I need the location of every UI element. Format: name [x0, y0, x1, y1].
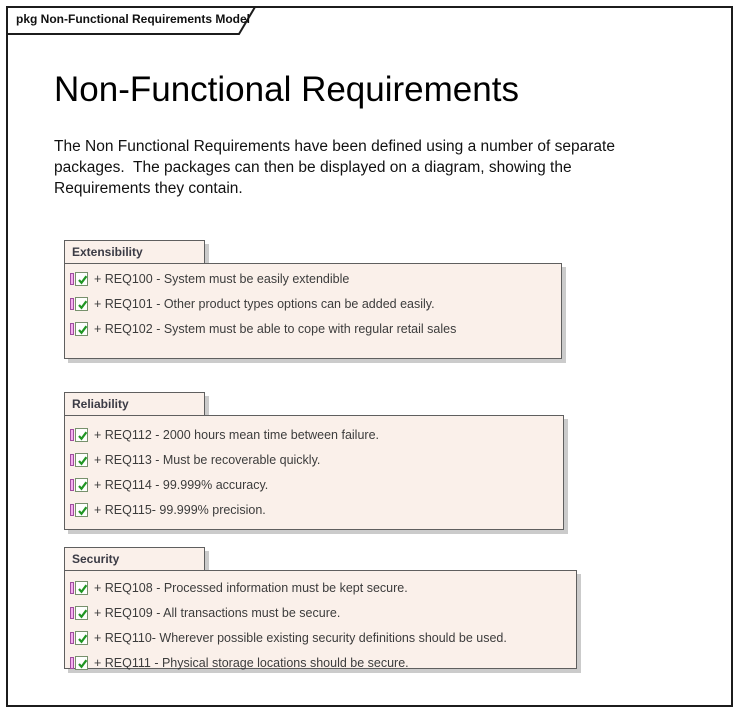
requirement-checkbox-icon	[70, 322, 88, 336]
requirement-checkbox-icon	[70, 581, 88, 595]
package-name: Extensibility	[72, 245, 143, 259]
requirement-checkbox-icon	[70, 272, 88, 286]
requirement-checkbox-icon	[70, 478, 88, 492]
requirement-checkbox-icon	[70, 453, 88, 467]
frame-tab-label: pkg Non-Functional Requirements Model	[16, 12, 251, 26]
requirement-label: + REQ112 - 2000 hours mean time between …	[94, 428, 379, 442]
requirement-label: + REQ110- Wherever possible existing sec…	[94, 631, 507, 645]
requirement-row[interactable]: + REQ102 - System must be able to cope w…	[70, 321, 456, 337]
package-header[interactable]: Reliability	[64, 392, 205, 416]
requirement-row[interactable]: + REQ111 - Physical storage locations sh…	[70, 655, 409, 671]
requirement-checkbox-icon	[70, 503, 88, 517]
frame-tab	[6, 6, 257, 35]
requirement-row[interactable]: + REQ108 - Processed information must be…	[70, 580, 408, 596]
requirement-label: + REQ100 - System must be easily extendi…	[94, 272, 350, 286]
requirement-label: + REQ113 - Must be recoverable quickly.	[94, 453, 321, 467]
requirement-row[interactable]: + REQ115- 99.999% precision.	[70, 502, 266, 518]
requirement-label: + REQ115- 99.999% precision.	[94, 503, 266, 517]
requirement-row[interactable]: + REQ101 - Other product types options c…	[70, 296, 435, 312]
requirement-label: + REQ101 - Other product types options c…	[94, 297, 435, 311]
description-line: The Non Functional Requirements have bee…	[54, 138, 615, 155]
requirement-checkbox-icon	[70, 297, 88, 311]
diagram-frame: pkg Non-Functional Requirements Model No…	[6, 6, 733, 707]
page-title: Non-Functional Requirements	[54, 70, 519, 109]
requirement-label: + REQ111 - Physical storage locations sh…	[94, 656, 409, 670]
requirement-row[interactable]: + REQ109 - All transactions must be secu…	[70, 605, 340, 621]
package-header[interactable]: Extensibility	[64, 240, 205, 264]
requirement-row[interactable]: + REQ110- Wherever possible existing sec…	[70, 630, 507, 646]
requirement-checkbox-icon	[70, 656, 88, 670]
requirement-label: + REQ108 - Processed information must be…	[94, 581, 408, 595]
description-line: Requirements they contain.	[54, 180, 243, 197]
diagram-description: The Non Functional Requirements have bee…	[54, 136, 615, 199]
package-header[interactable]: Security	[64, 547, 205, 571]
requirement-row[interactable]: + REQ114 - 99.999% accuracy.	[70, 477, 268, 493]
requirement-checkbox-icon	[70, 631, 88, 645]
requirement-checkbox-icon	[70, 606, 88, 620]
package-name: Security	[72, 552, 120, 566]
requirement-row[interactable]: + REQ100 - System must be easily extendi…	[70, 271, 349, 287]
requirement-row[interactable]: + REQ112 - 2000 hours mean time between …	[70, 427, 379, 443]
description-line: packages. The packages can then be displ…	[54, 159, 572, 176]
requirement-row[interactable]: + REQ113 - Must be recoverable quickly.	[70, 452, 320, 468]
package-body[interactable]: + REQ112 - 2000 hours mean time between …	[64, 415, 564, 530]
package-body[interactable]: + REQ108 - Processed information must be…	[64, 570, 577, 671]
requirement-label: + REQ102 - System must be able to cope w…	[94, 322, 457, 336]
requirement-label: + REQ109 - All transactions must be secu…	[94, 606, 341, 620]
package-body[interactable]: + REQ100 - System must be easily extendi…	[64, 263, 562, 359]
package-name: Reliability	[72, 397, 129, 411]
requirement-checkbox-icon	[70, 428, 88, 442]
requirement-label: + REQ114 - 99.999% accuracy.	[94, 478, 269, 492]
